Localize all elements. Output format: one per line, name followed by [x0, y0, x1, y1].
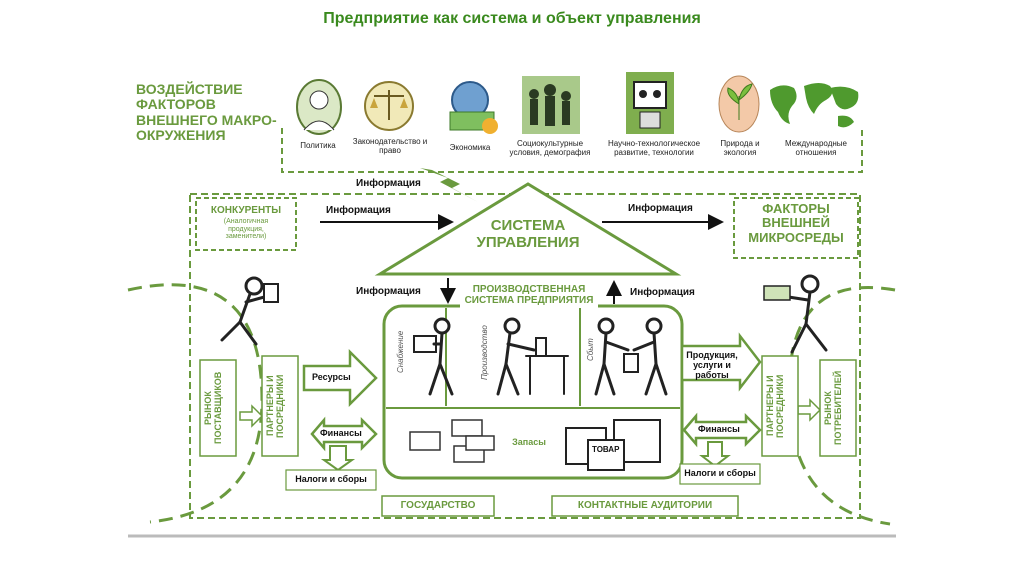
info-label-left: Информация: [326, 205, 391, 216]
scales-icon: [362, 80, 416, 132]
finance-right-arrow: [682, 412, 762, 448]
consumer-market-box: [819, 359, 857, 457]
management-system-label: СИСТЕМА УПРАВЛЕНИЯ: [476, 217, 580, 251]
supply-figure-icon: [413, 317, 454, 396]
state-label: ГОСУДАРСТВО: [400, 500, 476, 511]
robot-icon: [626, 72, 674, 134]
money-man-icon: [763, 274, 828, 354]
dept-sales: Сбыт: [586, 338, 595, 362]
macro-label-politics: Политика: [300, 141, 336, 150]
products-label: Продукция, услуги и работы: [686, 350, 738, 380]
macro-label-tech: Научно-технологическое развитие, техноло…: [607, 139, 701, 157]
taxes-right-arrow: [699, 441, 731, 468]
production-system-label: ПРОИЗВОДСТВЕННАЯ СИСТЕМА ПРЕДПРИЯТИЯ: [464, 284, 594, 306]
partners-right-box: [761, 355, 799, 457]
supplier-market-label: РЫНОК ПОСТАВЩИКОВ: [203, 371, 223, 445]
taxes-left-arrow: [320, 445, 356, 472]
partners-left-box: [261, 355, 299, 457]
stock-boxes-icon: [409, 419, 495, 463]
competitors-box: [195, 197, 297, 251]
globe-money-icon: [444, 74, 500, 138]
info-label-top: Информация: [356, 178, 421, 189]
state-box: [381, 495, 495, 517]
consumer-market-label: РЫНОК ПОТРЕБИТЕЛЕЙ: [823, 370, 843, 446]
world-map-icon: [766, 78, 862, 134]
portrait-icon: [294, 78, 344, 136]
competitors-title: КОНКУРЕНТЫ: [210, 205, 282, 216]
running-man-icon: [220, 276, 279, 346]
macro-label-law: Законодательство и право: [352, 137, 428, 155]
production-figure-icon: [496, 317, 569, 396]
lightning-icon: [420, 168, 478, 202]
resources-arrow: [302, 348, 378, 408]
taxes-right-box: [679, 463, 761, 485]
goods-boxes-icon: [565, 419, 661, 471]
info-label-down: Информация: [356, 286, 421, 297]
plant-icon: [716, 74, 762, 136]
stock-label: Запасы: [512, 437, 546, 447]
audiences-box: [551, 495, 739, 517]
people-icon: [522, 76, 580, 134]
management-triangle: [374, 182, 682, 276]
sales-figures-icon: [594, 317, 668, 396]
macro-bracket: [281, 128, 863, 173]
macro-label-economy: Экономика: [449, 143, 491, 152]
macro-label-nature: Природа и экология: [720, 139, 760, 157]
taxes-left-box: [285, 469, 377, 491]
competitors-subtitle: (Аналогичная продукция, заменители): [223, 218, 269, 241]
taxes-right-label: Налоги и сборы: [684, 468, 756, 478]
page-title: Предприятие как система и объект управле…: [323, 10, 701, 27]
macro-label-international: Международные отношения: [784, 139, 847, 157]
macro-heading: ВОЗДЕЙСТВИЕ ФАКТОРОВ ВНЕШНЕГО МАКРО-ОКРУ…: [136, 81, 277, 144]
info-label-up: Информация: [630, 287, 695, 298]
micro-factors-label: ФАКТОРЫ ВНЕШНЕЙ МИКРОСРЕДЫ: [748, 201, 844, 245]
finance-right-label: Финансы: [698, 424, 740, 434]
supplier-market-box: [199, 359, 237, 457]
audiences-label: КОНТАКТНЫЕ АУДИТОРИИ: [577, 500, 713, 511]
info-label-right: Информация: [628, 203, 693, 214]
partners-right-label: ПАРТНЕРЫ И ПОСРЕДНИКИ: [765, 374, 785, 438]
micro-box: [733, 197, 859, 259]
finance-left-arrow: [310, 416, 378, 452]
finance-left-label: Финансы: [320, 428, 362, 438]
macro-label-social: Социокультурные условия, демография: [509, 139, 591, 157]
products-arrow: [680, 332, 762, 392]
dept-production: Производство: [480, 325, 489, 381]
partners-left-label: ПАРТНЕРЫ И ПОСРЕДНИКИ: [265, 374, 285, 438]
goods-label: ТОВАР: [592, 445, 620, 454]
dept-supply: Снабжение: [396, 330, 405, 374]
taxes-left-label: Налоги и сборы: [295, 474, 367, 484]
resources-label: Ресурсы: [312, 372, 351, 382]
